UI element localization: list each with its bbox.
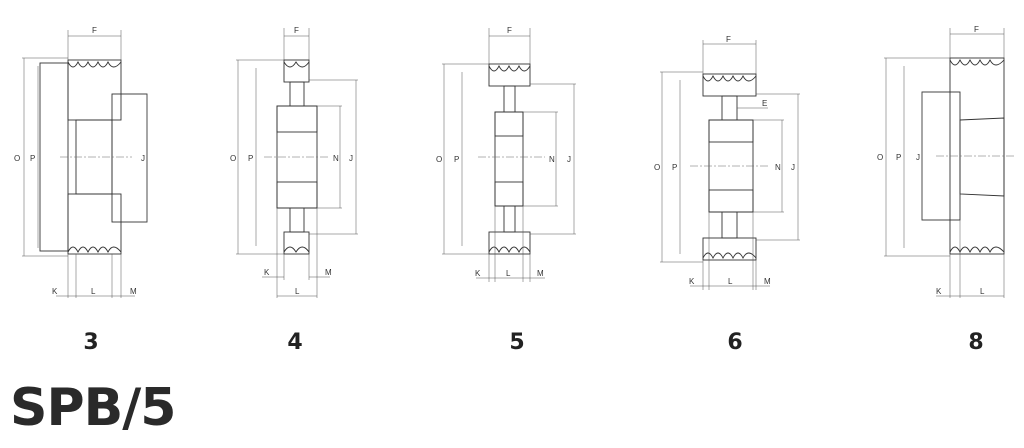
dim-label-F: F [92, 26, 97, 35]
dim-label-L: L [295, 287, 300, 296]
dim-label-F: F [294, 26, 299, 35]
dim-label-L: L [728, 277, 733, 286]
page-title: SPB/5 [10, 378, 176, 438]
pulley-figure-4: F O P N J K L [230, 26, 358, 298]
dim-label-L: L [91, 287, 96, 296]
dim-label-F: F [507, 26, 512, 35]
dim-label-L: L [980, 287, 985, 296]
figure-number-6: 6 [727, 330, 743, 355]
dim-label-O: O [877, 153, 883, 162]
dim-label-K: K [52, 287, 58, 296]
dim-label-O: O [436, 155, 442, 164]
figure-number-8: 8 [968, 330, 984, 355]
dim-label-N: N [775, 163, 781, 172]
dim-label-K: K [475, 269, 481, 278]
pulley-figure-5: F O P N J K L M [436, 26, 576, 282]
dim-label-N: N [333, 154, 339, 163]
dim-label-M: M [537, 269, 544, 278]
dim-label-K: K [689, 277, 695, 286]
dim-label-O: O [230, 154, 236, 163]
dim-label-J: J [791, 163, 795, 172]
figure-number-3: 3 [83, 330, 99, 355]
dim-label-L: L [506, 269, 511, 278]
dim-label-O: O [14, 154, 20, 163]
dim-label-K: K [936, 287, 942, 296]
dim-label-J: J [567, 155, 571, 164]
dim-label-J: J [141, 154, 145, 163]
dim-label-M: M [130, 287, 137, 296]
figure-number-5: 5 [509, 330, 525, 355]
pulley-figure-6: F E O P N J K L M [654, 35, 800, 290]
dim-label-P: P [30, 154, 35, 163]
dim-label-P: P [672, 163, 677, 172]
pulley-figure-3: F O P J K L M [14, 26, 148, 298]
dim-label-F: F [726, 35, 731, 44]
pulley-figure-8: F O P J K L [877, 25, 1016, 298]
dim-label-P: P [896, 153, 901, 162]
dim-label-J: J [349, 154, 353, 163]
dim-label-E: E [762, 99, 767, 108]
dim-label-N: N [549, 155, 555, 164]
dim-label-M: M [325, 268, 332, 277]
dim-label-P: P [248, 154, 253, 163]
figure-number-4: 4 [287, 330, 303, 355]
dim-label-K: K [264, 268, 270, 277]
dim-label-M: M [764, 277, 771, 286]
dim-label-J: J [916, 153, 920, 162]
dim-label-P: P [454, 155, 459, 164]
dim-label-F: F [974, 25, 979, 34]
dim-label-O: O [654, 163, 660, 172]
